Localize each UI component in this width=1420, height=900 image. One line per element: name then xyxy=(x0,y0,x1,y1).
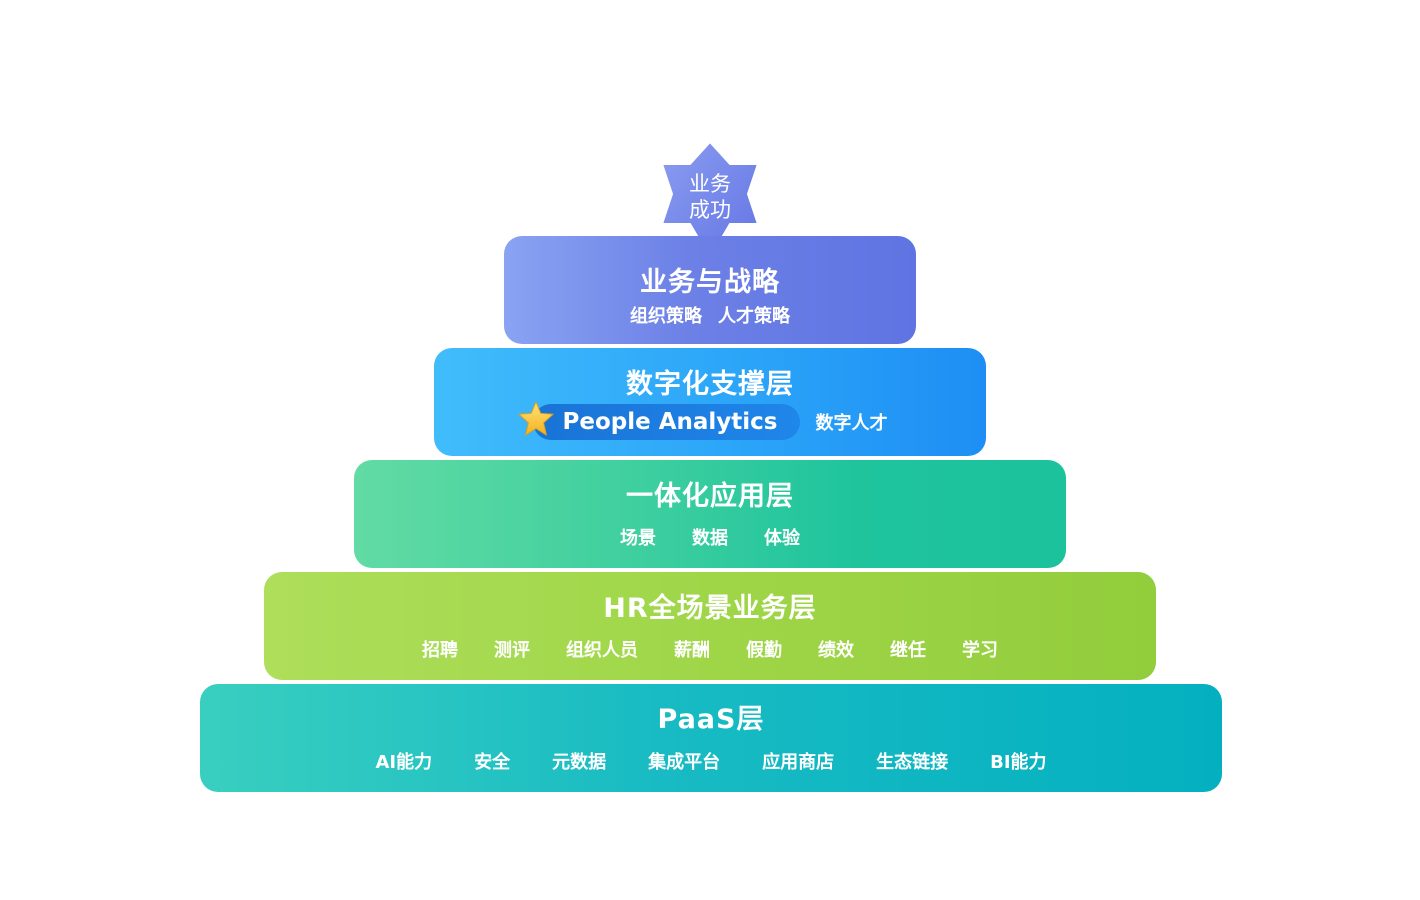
tier-title: 业务与战略 xyxy=(640,267,780,298)
tier-paas: PaaS层 AI能力 安全 元数据 集成平台 应用商店 生态链接 BI能力 xyxy=(200,684,1222,792)
people-analytics-pill: People Analytics xyxy=(517,401,800,440)
tier-item: 元数据 xyxy=(552,752,607,773)
badge-text-line-2: 成功 xyxy=(689,198,731,222)
tier-items: AI能力 安全 元数据 集成平台 应用商店 生态链接 BI能力 xyxy=(200,748,1222,774)
tier-digital-support: 数字化支撑层 People Analytics 数字人才 xyxy=(434,348,986,456)
tier-title: PaaS层 xyxy=(657,704,765,735)
tier-item: 数据 xyxy=(692,528,728,549)
tier-business-strategy: 业务与战略 组织策略 人才策略 xyxy=(504,236,916,344)
tier-item: 集成平台 xyxy=(648,752,721,773)
badge-text-line-1: 业务 xyxy=(689,172,731,196)
tier-item: 组织人员 xyxy=(566,640,638,661)
tier-items: People Analytics 数字人才 xyxy=(434,401,986,440)
tier-item: 生态链接 xyxy=(876,752,949,773)
tier-hr-business: HR全场景业务层 招聘 测评 组织人员 薪酬 假勤 绩效 继任 学习 xyxy=(264,572,1156,680)
tier-items: 招聘 测评 组织人员 薪酬 假勤 绩效 继任 学习 xyxy=(264,636,1156,662)
tier-title: 数字化支撑层 xyxy=(626,369,794,400)
tier-item: BI能力 xyxy=(990,752,1047,773)
tier-item: 场景 xyxy=(620,528,656,549)
tier-item: 组织策略 xyxy=(630,306,702,327)
tier-integrated-application: 一体化应用层 场景 数据 体验 xyxy=(354,460,1066,568)
business-success-badge: 业务 成功 xyxy=(660,142,760,262)
tier-item: 应用商店 xyxy=(762,752,835,773)
tier-item: 人才策略 xyxy=(718,306,790,327)
tier-item: 测评 xyxy=(494,640,530,661)
tier-items: 组织策略 人才策略 xyxy=(504,302,916,328)
tier-title: HR全场景业务层 xyxy=(603,593,817,624)
tier-item: 绩效 xyxy=(818,640,854,661)
tier-item: 数字人才 xyxy=(815,413,888,434)
tier-title: 一体化应用层 xyxy=(626,481,794,512)
tier-item: 假勤 xyxy=(746,640,782,661)
tier-item: 学习 xyxy=(962,640,998,661)
star-icon xyxy=(517,401,554,436)
tier-item: 体验 xyxy=(764,528,800,549)
tier-item: 安全 xyxy=(474,752,511,773)
people-analytics-label: People Analytics xyxy=(562,409,778,435)
tier-item: 招聘 xyxy=(422,640,458,661)
tier-items: 场景 数据 体验 xyxy=(354,524,1066,550)
tier-item: 薪酬 xyxy=(674,640,710,661)
tier-item: AI能力 xyxy=(375,752,433,773)
tier-item: 继任 xyxy=(890,640,926,661)
